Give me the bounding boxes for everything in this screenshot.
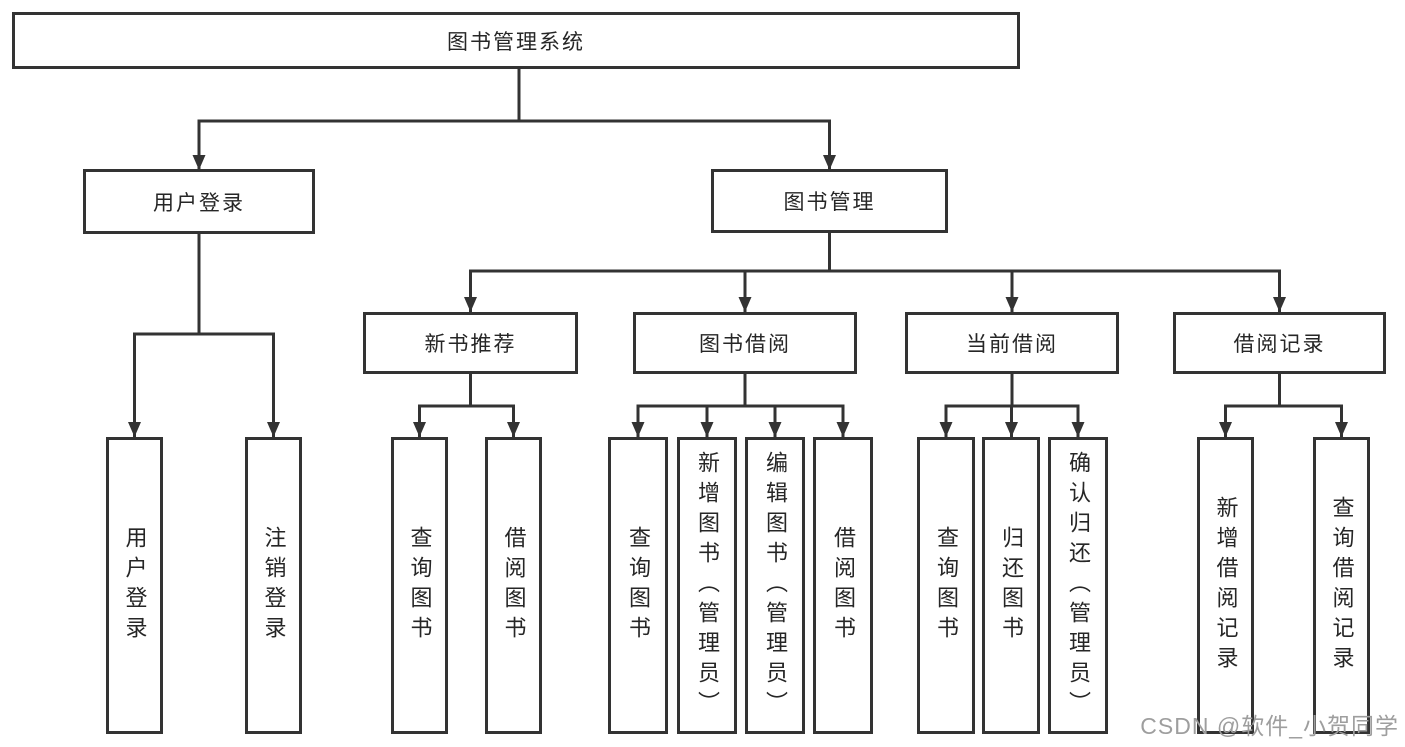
leaf-borrowing-edit-books-admin: 编辑图书（管理员） — [745, 437, 805, 734]
node-library-management-system: 图书管理系统 — [12, 12, 1020, 69]
node-label: 新增借阅记录 — [1213, 495, 1239, 676]
leaf-records-query-record: 查询借阅记录 — [1313, 437, 1370, 734]
node-label: 查询图书 — [934, 525, 959, 646]
node-label: 用户登录 — [153, 191, 245, 215]
node-label: 图书借阅 — [699, 333, 791, 356]
node-label: 新书推荐 — [424, 333, 517, 356]
node-label: 图书管理系统 — [447, 30, 585, 54]
node-label: 当前借阅 — [966, 333, 1058, 356]
node-book-management: 图书管理 — [711, 169, 948, 233]
leaf-current-query-books: 查询图书 — [917, 437, 975, 734]
csdn-watermark: CSDN @软件_小贺同学 — [1140, 713, 1399, 739]
leaf-logout: 注销登录 — [245, 437, 302, 734]
node-label: 查询图书 — [626, 525, 651, 646]
node-user-login: 用户登录 — [83, 169, 315, 234]
leaf-user-login: 用户登录 — [106, 437, 163, 734]
node-borrowing-records: 借阅记录 — [1173, 312, 1386, 374]
node-label: 归还图书 — [999, 525, 1024, 646]
node-label: 确认归还（管理员） — [1066, 450, 1091, 721]
node-book-borrowing: 图书借阅 — [633, 312, 857, 374]
leaf-recommend-query-books: 查询图书 — [391, 437, 448, 734]
leaf-borrowing-borrow-books: 借阅图书 — [813, 437, 873, 734]
node-label: 查询借阅记录 — [1329, 495, 1355, 676]
node-label: 借阅图书 — [831, 525, 856, 646]
node-new-book-recommend: 新书推荐 — [363, 312, 578, 374]
leaf-current-return-books: 归还图书 — [982, 437, 1040, 734]
leaf-records-add-record: 新增借阅记录 — [1197, 437, 1254, 734]
node-label: 图书管理 — [783, 191, 876, 214]
leaf-recommend-borrow-books: 借阅图书 — [485, 437, 542, 734]
node-label: 注销登录 — [261, 525, 287, 646]
node-label: 用户登录 — [122, 525, 148, 646]
node-current-borrowing: 当前借阅 — [905, 312, 1119, 374]
node-label: 编辑图书（管理员） — [763, 450, 788, 721]
node-label: 查询图书 — [407, 525, 433, 646]
node-label: 新增图书（管理员） — [695, 450, 720, 721]
leaf-current-confirm-return-admin: 确认归还（管理员） — [1048, 437, 1108, 734]
leaf-borrowing-add-books-admin: 新增图书（管理员） — [677, 437, 737, 734]
leaf-borrowing-query-books: 查询图书 — [608, 437, 668, 734]
node-label: 借阅图书 — [501, 525, 527, 646]
node-label: 借阅记录 — [1233, 333, 1326, 356]
